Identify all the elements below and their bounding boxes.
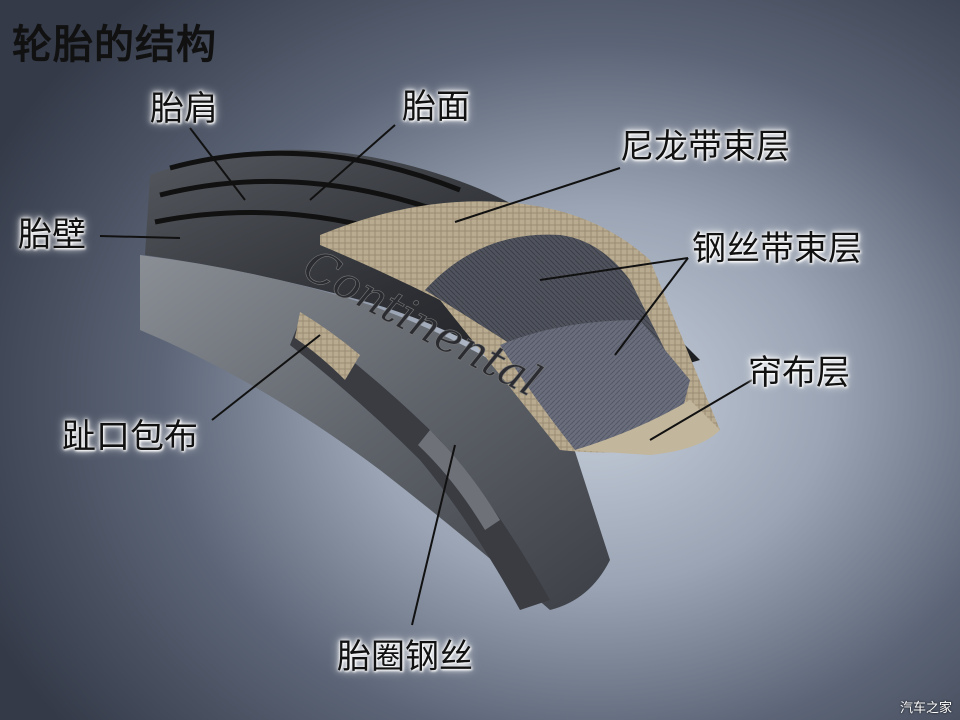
- label-steel-belt: 钢丝带束层: [692, 229, 862, 269]
- ply-layer: [575, 400, 720, 455]
- label-tread: 胎面: [402, 87, 470, 127]
- label-chafer: 趾口包布: [62, 417, 198, 457]
- label-ply: 帘布层: [748, 353, 850, 393]
- label-nylon-belt: 尼龙带束层: [620, 127, 790, 167]
- bead-layers: [290, 320, 550, 610]
- label-sidewall: 胎壁: [18, 215, 86, 255]
- page-title: 轮胎的结构: [12, 22, 217, 68]
- leader-lines: [99, 124, 753, 626]
- bead-wire-layer: [418, 430, 500, 530]
- steel-belt-layer-2: [500, 320, 690, 450]
- label-shoulder: 胎肩: [150, 89, 218, 129]
- label-bead-wire: 胎圈钢丝: [337, 637, 473, 677]
- chafer-fabric: [295, 312, 360, 380]
- watermark: 汽车之家: [899, 701, 952, 716]
